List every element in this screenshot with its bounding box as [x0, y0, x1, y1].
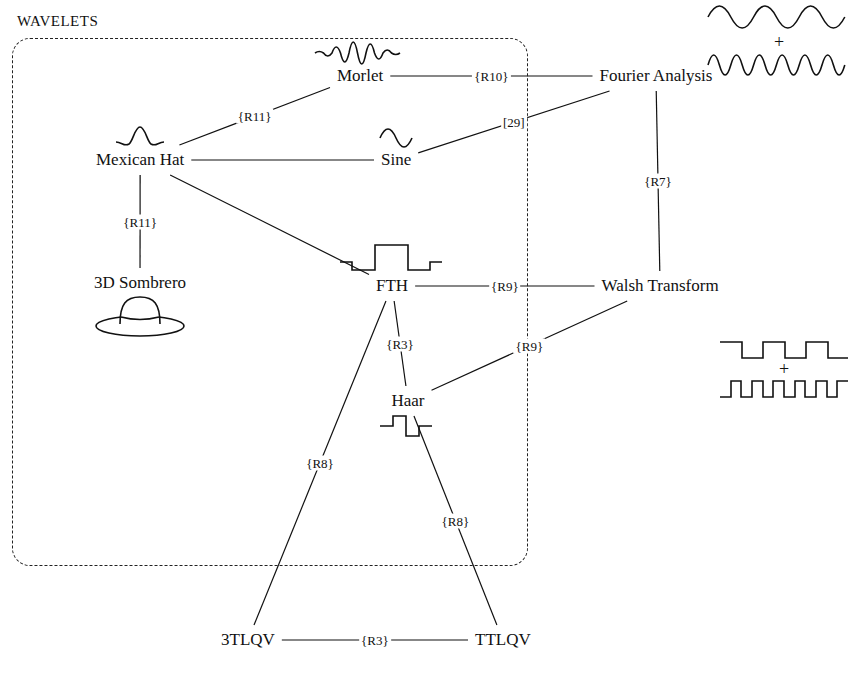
square-wave-high [720, 381, 848, 397]
node-label: Mexican Hat [96, 150, 184, 170]
node-label: Sine [381, 150, 411, 170]
node-label: Morlet [337, 66, 383, 86]
connector-line [254, 301, 386, 625]
sine-wave-high [708, 55, 845, 75]
relation-label: {R3} [384, 336, 416, 351]
concept-node: 3D Sombrero [90, 271, 190, 295]
fth-icon [340, 245, 442, 270]
relation-label: {R7} [642, 174, 674, 189]
connector-line [432, 301, 628, 390]
node-label: Fourier Analysis [600, 66, 713, 86]
connector-line [418, 91, 609, 153]
concept-node: Sine [377, 148, 415, 172]
node-label: 3TLQV [221, 630, 275, 650]
sombrero-icon [96, 297, 184, 336]
concept-node: Fourier Analysis [596, 64, 717, 88]
concept-node: Walsh Transform [598, 274, 723, 298]
group-heading: WAVELETS [17, 12, 98, 30]
sine-icon [380, 129, 412, 147]
haar-icon [380, 416, 432, 436]
concept-node: Mexican Hat [92, 148, 188, 172]
concept-node: FTH [372, 274, 412, 298]
node-label: 3D Sombrero [94, 273, 186, 293]
relation-label: {R11} [121, 214, 159, 229]
relation-label: {R11} [236, 109, 274, 124]
relation-label: {R3} [359, 633, 391, 648]
plus-sign: + [774, 33, 784, 51]
concept-node: TTLQV [471, 628, 535, 652]
square-wave-low [720, 342, 848, 358]
connector-line [414, 416, 497, 625]
node-label: TTLQV [475, 630, 531, 650]
node-label: FTH [376, 276, 408, 296]
node-label: Walsh Transform [602, 276, 719, 296]
morlet-icon [315, 42, 400, 64]
relation-label: {R10} [472, 69, 510, 84]
concept-node: Morlet [333, 64, 387, 88]
connector-line [179, 88, 330, 145]
connector-line [191, 159, 374, 160]
mexican-hat-icon [116, 127, 164, 145]
plus-sign: + [779, 360, 789, 378]
node-label: Haar [392, 391, 425, 411]
sine-wave-low [708, 6, 845, 28]
relation-label: {R8} [440, 513, 472, 528]
concept-node: Haar [388, 389, 429, 413]
relation-label: {R9} [514, 338, 546, 353]
relation-label: {R8} [304, 456, 336, 471]
relation-label: {R9} [489, 279, 521, 294]
connector-line [170, 175, 369, 274]
concept-node: 3TLQV [217, 628, 279, 652]
relation-label: [29] [501, 114, 527, 129]
